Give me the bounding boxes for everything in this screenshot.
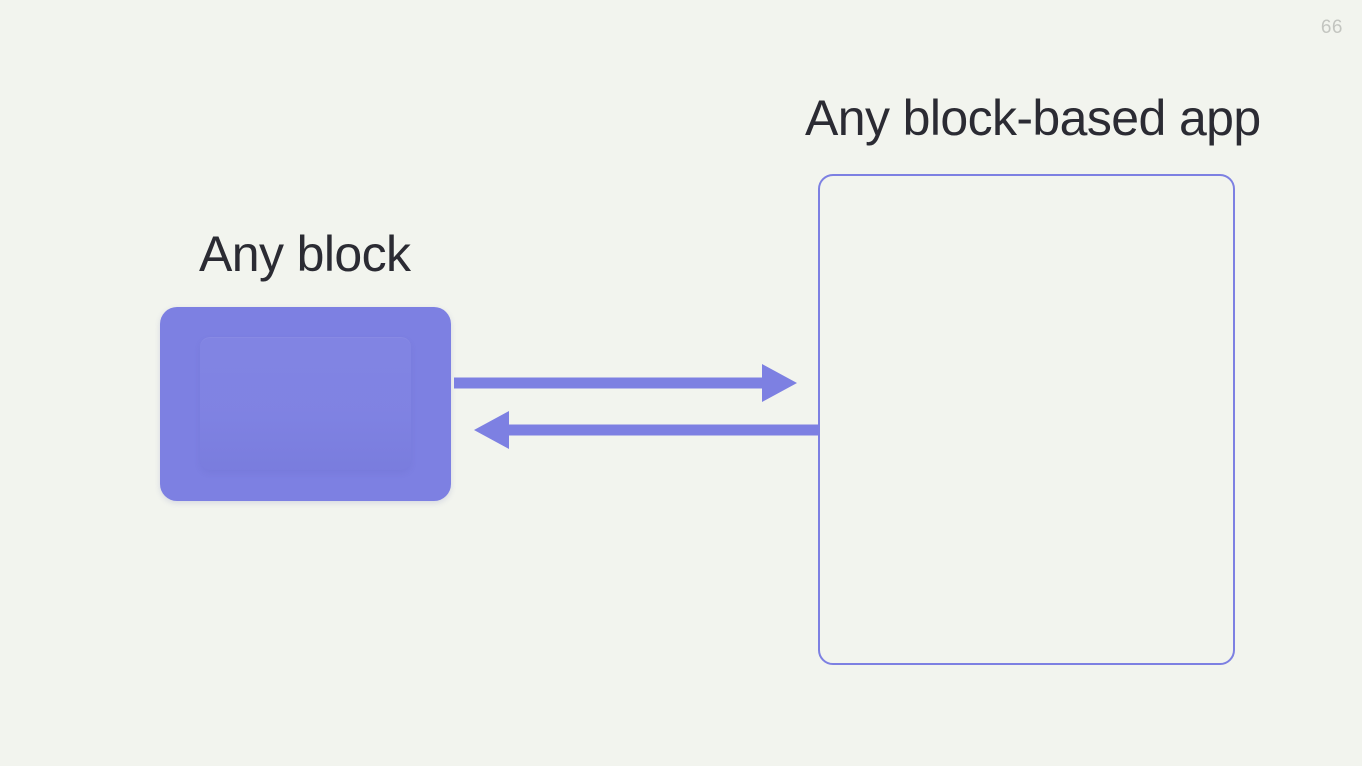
arrow-app-to-block-icon: [474, 411, 820, 449]
any-block-based-app-frame: [818, 174, 1235, 665]
page-number: 66: [1320, 17, 1343, 38]
label-any-block: Any block: [199, 226, 411, 282]
arrow-block-to-app-icon: [454, 364, 797, 402]
any-block-shape: [160, 307, 451, 501]
label-any-block-based-app: Any block-based app: [805, 90, 1261, 146]
any-block-inner-surface: [200, 337, 411, 470]
